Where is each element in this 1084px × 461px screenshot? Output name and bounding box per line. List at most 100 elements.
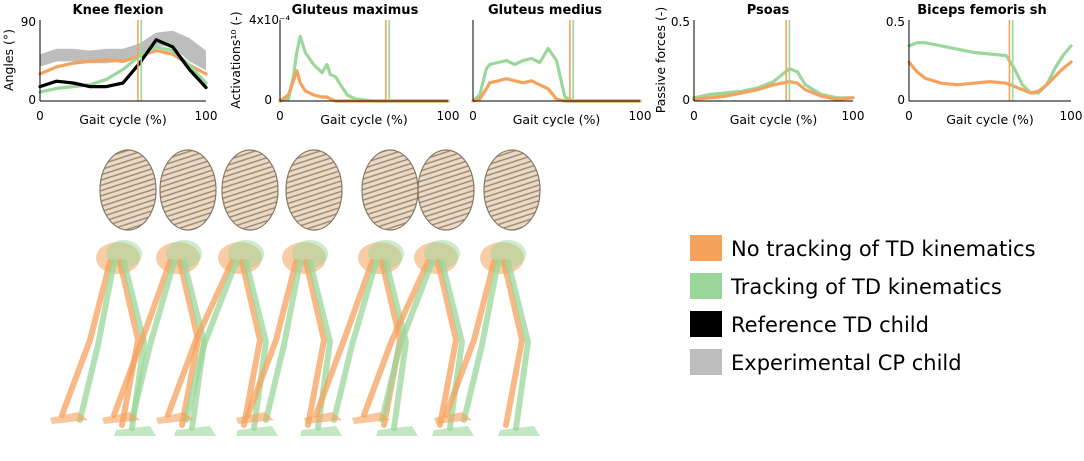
leg-bone bbox=[129, 259, 177, 423]
y-axis-label: Angles (°) bbox=[1, 29, 16, 91]
panel-gluteus-medius: Gluteus medius 0 100 Gait cycle (%) bbox=[469, 3, 651, 127]
ribcage bbox=[483, 149, 541, 231]
series-line-no-tracking bbox=[38, 49, 208, 76]
series-line-reference bbox=[38, 38, 208, 90]
skeleton-figure bbox=[156, 149, 279, 436]
leg-bone bbox=[379, 259, 435, 423]
foot bbox=[352, 412, 390, 424]
y-axis-label: Activations¹⁰ (-) bbox=[228, 11, 243, 108]
foot bbox=[498, 426, 540, 436]
leg-bone bbox=[239, 259, 263, 428]
legend-item-tracking-of-td-kinematics: Tracking of TD kinematics bbox=[690, 273, 1002, 299]
leg-bone bbox=[59, 259, 113, 418]
x-axis-label: Gait cycle (%) bbox=[946, 112, 1034, 127]
legend-label: Experimental CP child bbox=[731, 351, 962, 375]
skeleton-illustration bbox=[50, 149, 541, 436]
foot bbox=[376, 426, 418, 436]
y-tick-label: 0 bbox=[28, 93, 36, 107]
series-line-tracking bbox=[471, 46, 642, 103]
leg-bone bbox=[383, 259, 409, 431]
series-line-tracking bbox=[907, 41, 1073, 95]
x-tick-label: 100 bbox=[437, 109, 460, 123]
leg-bone bbox=[111, 259, 173, 418]
x-tick-label: 0 bbox=[469, 109, 477, 123]
foot bbox=[236, 412, 274, 424]
series-line-tracking bbox=[278, 34, 450, 103]
foot bbox=[114, 426, 156, 436]
leg-bone bbox=[331, 259, 379, 423]
x-tick-label: 100 bbox=[629, 109, 652, 123]
legend-swatch bbox=[690, 273, 722, 299]
x-axis-label: Gait cycle (%) bbox=[79, 112, 167, 127]
chart-title: Knee flexion bbox=[73, 3, 164, 18]
series-line-no-tracking bbox=[907, 60, 1073, 95]
foot bbox=[156, 412, 194, 424]
leg-bone bbox=[77, 259, 117, 423]
ribcage bbox=[99, 149, 157, 231]
leg-bone bbox=[435, 259, 459, 428]
ribcage bbox=[221, 149, 279, 231]
x-tick-label: 0 bbox=[905, 109, 913, 123]
legend-label: Reference TD child bbox=[731, 313, 929, 337]
leg-bone bbox=[361, 259, 431, 418]
leg-bone bbox=[243, 259, 269, 431]
legend-swatch bbox=[690, 349, 722, 375]
leg-bone bbox=[117, 259, 141, 428]
ribcage bbox=[285, 149, 343, 231]
x-tick-label: 0 bbox=[690, 109, 698, 123]
x-tick-label: 100 bbox=[195, 109, 218, 123]
y-tick-label: 0 bbox=[897, 93, 905, 107]
y-tick-label: 0 bbox=[682, 93, 690, 107]
foot bbox=[102, 412, 140, 424]
series-line-no-tracking bbox=[471, 77, 642, 103]
foot bbox=[304, 412, 342, 424]
legend-swatch bbox=[690, 235, 722, 261]
leg-bone bbox=[183, 259, 239, 423]
skeleton-figure bbox=[352, 149, 475, 436]
x-tick-label: 0 bbox=[36, 109, 44, 123]
skeleton-figure bbox=[236, 149, 343, 436]
foot bbox=[432, 426, 474, 436]
x-tick-label: 0 bbox=[276, 109, 284, 123]
leg-bone bbox=[303, 259, 327, 428]
leg-bone bbox=[461, 259, 501, 423]
skeleton-figure bbox=[434, 149, 541, 436]
leg-bone bbox=[263, 259, 303, 423]
legend-swatch bbox=[690, 311, 722, 337]
foot bbox=[50, 412, 88, 424]
x-axis-label: Gait cycle (%) bbox=[513, 112, 601, 127]
skeleton-figure bbox=[50, 149, 157, 436]
y-tick-label: 0.5 bbox=[671, 15, 690, 29]
foot bbox=[174, 426, 216, 436]
leg-bone bbox=[501, 259, 525, 428]
skeleton-figure bbox=[102, 149, 217, 436]
foot bbox=[434, 412, 472, 424]
legend-item-no-tracking-of-td-kinematics: No tracking of TD kinematics bbox=[690, 235, 1036, 261]
leg-bone bbox=[165, 259, 235, 418]
chart-title: Psoas bbox=[747, 3, 790, 18]
y-tick-label: 0 bbox=[264, 93, 272, 107]
ribcage bbox=[417, 149, 475, 231]
experimental-band bbox=[40, 30, 206, 71]
x-tick-label: 100 bbox=[1060, 109, 1083, 123]
chart-title: Biceps femoris sh bbox=[917, 3, 1047, 18]
legend-label: Tracking of TD kinematics bbox=[730, 275, 1002, 299]
x-axis-label: Gait cycle (%) bbox=[320, 112, 408, 127]
legend-item-experimental-cp-child: Experimental CP child bbox=[690, 349, 962, 375]
legend-item-reference-td-child: Reference TD child bbox=[690, 311, 929, 337]
foot bbox=[236, 426, 278, 436]
foot bbox=[300, 426, 342, 436]
x-axis-label: Gait cycle (%) bbox=[730, 112, 818, 127]
series-line-no-tracking bbox=[692, 80, 855, 101]
y-axis-label: Passive forces (-) bbox=[653, 7, 668, 113]
ribcage bbox=[361, 149, 419, 231]
leg-bone bbox=[313, 259, 375, 418]
legend-label: No tracking of TD kinematics bbox=[731, 237, 1036, 261]
x-tick-label: 100 bbox=[842, 109, 865, 123]
chart-title: Gluteus medius bbox=[488, 3, 602, 18]
